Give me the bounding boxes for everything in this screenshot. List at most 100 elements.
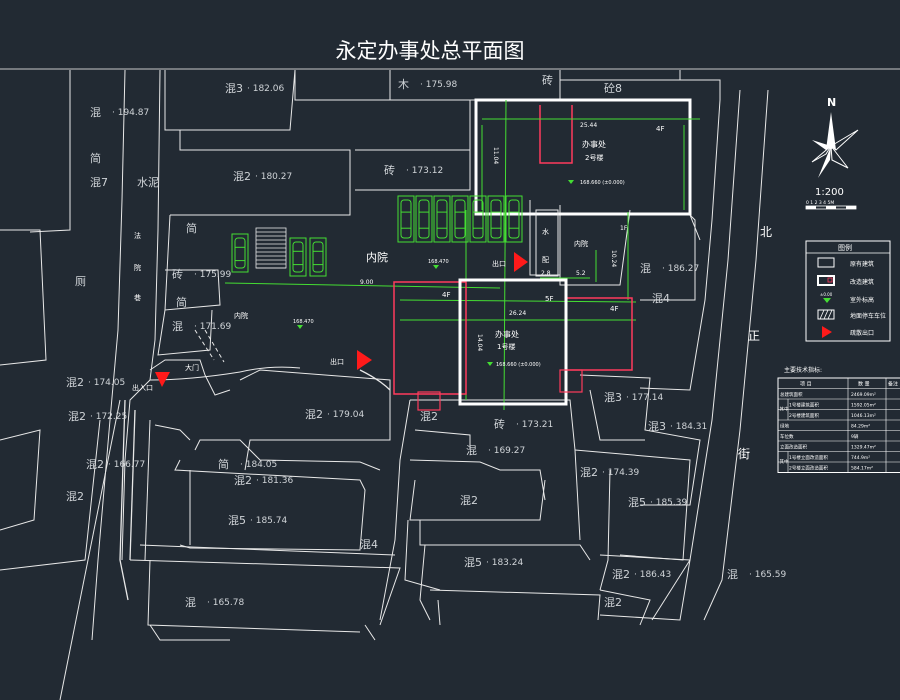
surrounding-elevation: · 186.27 bbox=[662, 264, 699, 274]
annex-dim-2: 5.2 bbox=[576, 270, 586, 277]
surrounding-label: 混 bbox=[466, 444, 477, 457]
surrounding-elevation: · 175.99 bbox=[194, 270, 231, 280]
surrounding-elevation: · 169.27 bbox=[488, 446, 525, 456]
indicator-name: 1号楼立面改造面积 bbox=[789, 454, 828, 461]
building-1-name: 办事处 bbox=[495, 329, 519, 339]
surrounding-label: 混5 bbox=[464, 556, 482, 569]
parking-spaces bbox=[231, 195, 523, 277]
building-1-east-floors: 4F bbox=[610, 305, 618, 313]
surrounding-label: 简 bbox=[218, 457, 229, 471]
surrounding-label: 混7 bbox=[90, 176, 108, 189]
exit-label-west: 出口 bbox=[330, 357, 344, 366]
site-linework bbox=[0, 69, 769, 700]
parking-space bbox=[505, 195, 523, 243]
surrounding-label: 混2 bbox=[66, 490, 84, 503]
indicator-name: 立面改造面积 bbox=[780, 444, 807, 451]
building-1-depth: 14.04 bbox=[476, 334, 483, 351]
indicator-group: 其中 bbox=[780, 406, 789, 413]
legend-elev-sample: ±0.00 bbox=[820, 292, 833, 297]
building-2-width: 25.44 bbox=[580, 122, 597, 129]
surrounding-elevation: · 174.39 bbox=[602, 468, 639, 478]
annex-dim-3: 2.8 bbox=[541, 270, 551, 277]
indicators-title: 主要技术指标: bbox=[784, 366, 822, 374]
indicator-value: 84.29m² bbox=[851, 424, 870, 430]
building-1-west-wing[interactable] bbox=[393, 281, 467, 395]
surrounding-label: 混4 bbox=[652, 292, 670, 305]
building-1-east-wing[interactable] bbox=[565, 297, 633, 371]
exit-icon bbox=[514, 252, 528, 272]
surrounding-label: 混2 bbox=[234, 474, 252, 487]
annex-floors: 1F bbox=[620, 225, 628, 232]
legend-item-3: 地面停车车位 bbox=[850, 312, 886, 320]
surrounding-label: 混3 bbox=[225, 82, 243, 95]
parking-space bbox=[451, 195, 469, 243]
indicator-header: 项 目 bbox=[800, 382, 812, 388]
surrounding-elevation: · 177.14 bbox=[626, 393, 663, 403]
legend-item-4: 疏散出口 bbox=[850, 329, 874, 337]
courtyard-label: 内院 bbox=[366, 250, 388, 264]
surrounding-label: 混2 bbox=[233, 170, 251, 183]
surrounding-elevation: · 166.77 bbox=[108, 460, 145, 470]
annex-rooms: 水 配 内院 bbox=[535, 209, 588, 277]
surrounding-label: 混5 bbox=[228, 514, 246, 527]
indicator-value: 584.17m² bbox=[851, 466, 873, 472]
indicator-header: 备注 bbox=[888, 381, 898, 388]
surrounding-label: 混2 bbox=[86, 458, 104, 471]
surrounding-elevation: · 181.36 bbox=[256, 476, 293, 486]
legend-item-1: 改造建筑 bbox=[850, 278, 874, 286]
legend-item-0: 原有建筑 bbox=[850, 260, 874, 268]
entrance-label: 出入口 bbox=[132, 383, 153, 392]
surrounding-label: 简 bbox=[176, 295, 187, 309]
indicator-value: 9辆 bbox=[851, 433, 859, 440]
surrounding-elevation: · 184.31 bbox=[670, 422, 707, 432]
surrounding-label: 混2 bbox=[305, 408, 323, 421]
west-courtyard-elevation: 168.470 bbox=[293, 319, 314, 325]
parking-space bbox=[433, 195, 451, 243]
legend-exit-icon bbox=[822, 326, 832, 338]
scale-bar bbox=[805, 205, 857, 210]
indicator-name: 1号楼建筑面积 bbox=[789, 402, 819, 409]
building-2-floors: 4F bbox=[656, 125, 664, 133]
building-1-main[interactable] bbox=[458, 278, 568, 406]
surrounding-label: 简 bbox=[186, 221, 197, 235]
surrounding-label: 混2 bbox=[66, 376, 84, 389]
surrounding-label: 砖 bbox=[542, 73, 553, 87]
gate-dashes bbox=[194, 329, 225, 363]
annex-plant-label: 配 bbox=[542, 256, 549, 264]
building-2[interactable]: 25.44 4F 11.04 办事处 2号楼 168.660 (±0.000) bbox=[474, 98, 700, 216]
indicator-name: 绿地 bbox=[780, 423, 789, 430]
exit-label-north: 出口 bbox=[492, 259, 506, 268]
surrounding-elevation: · 180.27 bbox=[255, 172, 292, 182]
building-2-name: 办事处 bbox=[582, 139, 606, 149]
surrounding-label: 砼8 bbox=[604, 82, 622, 95]
surrounding-label: 简 bbox=[90, 151, 101, 165]
surrounding-label: 混 bbox=[185, 596, 196, 609]
surrounding-label: 水泥 bbox=[137, 176, 159, 189]
indicator-value: 2469.09m² bbox=[851, 392, 876, 398]
street-char-2: 正 bbox=[748, 329, 760, 343]
surrounding-label: 混2 bbox=[580, 466, 598, 479]
indicator-name: 2号楼建筑面积 bbox=[789, 412, 819, 419]
building-1[interactable]: 4F 5F 4F 26.24 14.04 办事处 1号楼 168.660 (±0… bbox=[393, 278, 633, 411]
surrounding-elevation: · 182.06 bbox=[247, 84, 284, 94]
building-1-number: 1号楼 bbox=[497, 342, 515, 351]
surrounding-label: 混2 bbox=[612, 568, 630, 581]
building-2-outline[interactable] bbox=[474, 98, 692, 216]
surrounding-label: 混3 bbox=[648, 420, 666, 433]
annex-dim-4: 10.24 bbox=[610, 250, 617, 267]
indicator-group: 其中 bbox=[780, 458, 789, 465]
page-title: 永定办事处总平面图 bbox=[336, 39, 525, 63]
indicator-value: 1592.05m² bbox=[851, 403, 876, 409]
building-2-stair bbox=[539, 105, 573, 164]
exit-markers bbox=[155, 252, 528, 387]
building-1-elevation: 168.660 (±0.000) bbox=[496, 362, 541, 368]
scale-label: 1:200 bbox=[815, 187, 844, 198]
courtyard-elevation: 168.470 bbox=[428, 259, 449, 265]
road-char-1: 法 bbox=[134, 231, 141, 240]
surrounding-label: 混2 bbox=[420, 410, 438, 423]
stair-hatch bbox=[255, 227, 287, 269]
gate-label: 大门 bbox=[185, 363, 199, 372]
surrounding-elevation: · 173.12 bbox=[406, 166, 443, 176]
